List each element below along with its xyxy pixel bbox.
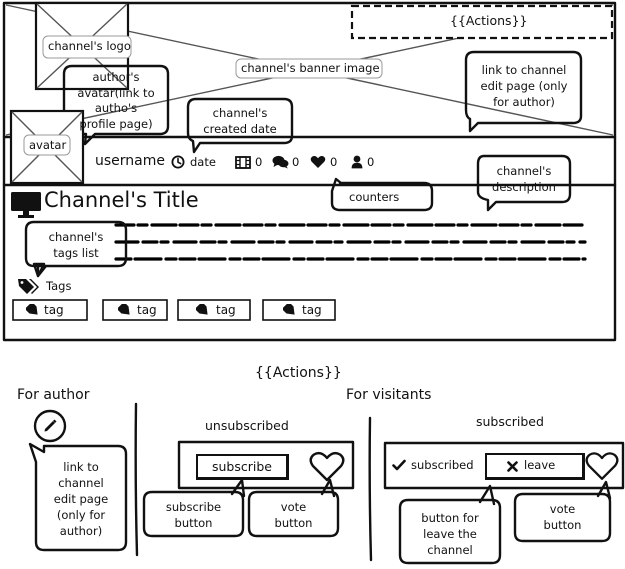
heart-icon	[310, 155, 326, 168]
vote-note-sub: vote button	[543, 502, 582, 532]
actions-separator	[368, 416, 373, 562]
edit-link-note: link to channel edit page (only for auth…	[480, 63, 568, 109]
monitor-icon	[11, 192, 41, 218]
pencil-icon[interactable]	[42, 418, 58, 434]
tags-heading: Tags	[46, 279, 72, 293]
user-icon	[351, 155, 363, 169]
created-date: date	[190, 155, 216, 169]
subscribed-heading: subscribed	[476, 414, 544, 429]
film-icon	[235, 156, 251, 169]
tag-icon	[118, 304, 130, 315]
subscribed-status: subscribed	[411, 458, 474, 472]
unsubscribed-heading: unsubscribed	[205, 418, 289, 433]
comments-icon	[272, 155, 289, 169]
username-link[interactable]: username	[95, 153, 165, 169]
followers-count: 0	[367, 155, 375, 169]
callout-edit-page	[464, 50, 583, 133]
channel-title: Channel's Title	[44, 188, 199, 212]
vote-heart-icon[interactable]	[585, 451, 619, 482]
tag-label[interactable]: tag	[137, 303, 157, 317]
banner-label: channel's banner image	[241, 61, 380, 75]
counters-note: counters	[349, 190, 400, 204]
callout-logo	[42, 35, 132, 59]
created-date-note: channel's created date	[203, 106, 277, 136]
likes-count: 0	[330, 155, 338, 169]
tag-box	[102, 299, 168, 321]
callout-author-avatar	[62, 64, 170, 146]
avatar-label[interactable]: avatar	[29, 138, 67, 152]
tag-box	[177, 299, 251, 321]
tag-box	[262, 299, 336, 321]
actions-placeholder-box	[350, 4, 614, 40]
close-icon	[507, 461, 518, 472]
vote-note-unsub: vote button	[274, 500, 313, 530]
callout-description	[476, 154, 572, 212]
comments-count: 0	[292, 155, 300, 169]
tag-box	[12, 299, 88, 321]
author-edit-note: link to channel edit page (only for auth…	[53, 460, 109, 538]
callout-counters	[330, 177, 434, 212]
tags-icon	[18, 279, 39, 294]
callout-author-edit	[28, 442, 128, 552]
tag-label[interactable]: tag	[216, 303, 236, 317]
for-author-heading: For author	[17, 387, 90, 403]
actions-separator	[134, 402, 139, 557]
tag-icon	[26, 304, 38, 315]
leave-label: leave	[524, 458, 556, 472]
tag-icon	[196, 304, 208, 315]
leave-button[interactable]: leave	[485, 453, 585, 480]
tag-label[interactable]: tag	[302, 303, 322, 317]
subscribe-button[interactable]: subscribe	[196, 454, 289, 480]
callout-tags-list	[24, 220, 128, 268]
vote-heart-icon[interactable]	[309, 451, 345, 483]
description-note: channel's description	[492, 164, 556, 194]
unsubscribed-panel	[177, 440, 355, 490]
author-avatar-note: author's avatar(link to autho's profile …	[77, 70, 155, 131]
page-frame	[2, 1, 617, 342]
callout-banner	[235, 58, 383, 79]
callout-subscribe	[142, 490, 245, 538]
actions-placeholder[interactable]: {{Actions}}	[450, 13, 528, 28]
tag-icon	[283, 304, 295, 315]
callout-leave	[398, 498, 502, 565]
tags-list-note: channel's tags list	[48, 230, 104, 260]
videos-count: 0	[255, 155, 263, 169]
subscribe-note: subscribe button	[165, 500, 222, 530]
for-visitants-heading: For visitants	[346, 387, 432, 403]
callout-created-date	[186, 97, 294, 154]
actions-heading: {{Actions}}	[255, 365, 342, 381]
subscribed-panel	[383, 441, 625, 490]
tag-label[interactable]: tag	[44, 303, 64, 317]
logo-label: channel's logo	[48, 39, 131, 53]
leave-note: button for leave the channel	[421, 511, 479, 557]
check-icon	[392, 459, 406, 471]
callout-vote-unsub	[247, 490, 340, 538]
clock-icon	[171, 155, 185, 169]
edit-circle	[33, 409, 67, 443]
